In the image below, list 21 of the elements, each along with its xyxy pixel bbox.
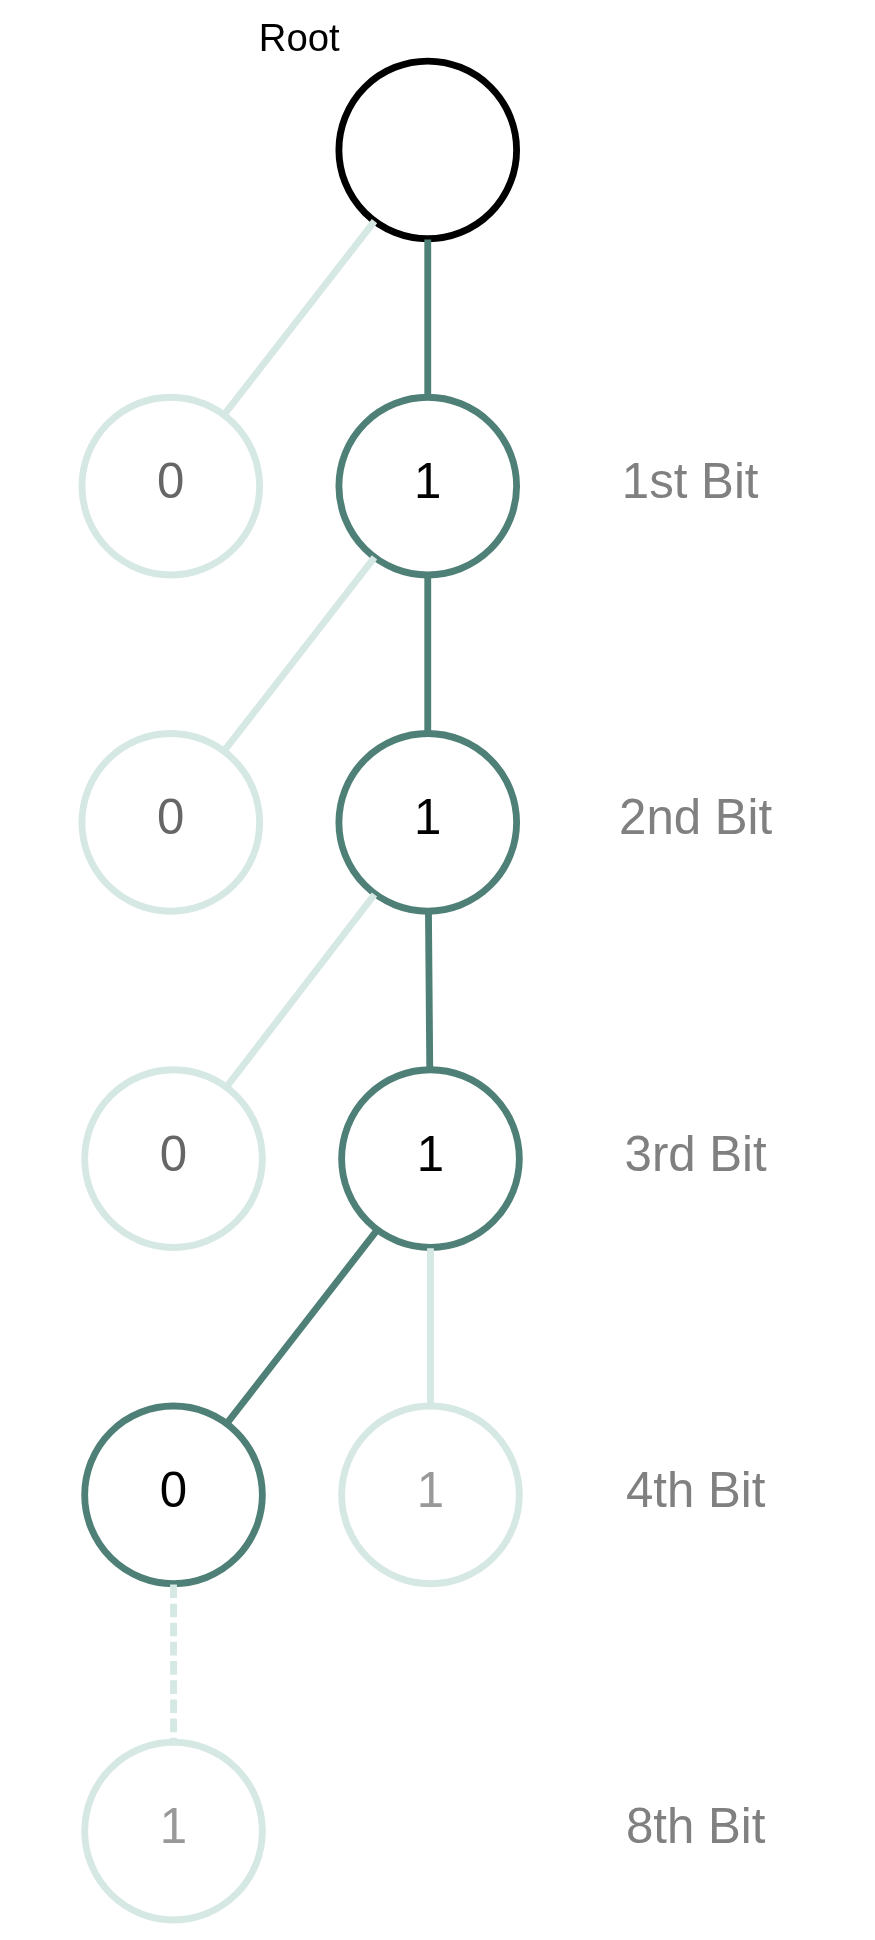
node-circle: 0 — [80, 1402, 266, 1588]
node-label: Root — [258, 15, 340, 59]
connector — [223, 892, 377, 1089]
node-circle: 1 — [337, 1402, 523, 1588]
label: 3rd Bit — [624, 1125, 767, 1181]
label: 8th Bit — [625, 1798, 765, 1854]
node-circle: 0 — [78, 730, 263, 915]
node-circle: 0 — [78, 393, 263, 579]
node-circle: 1 — [80, 1738, 266, 1924]
label: 2nd Bit — [618, 789, 772, 845]
connector — [424, 912, 433, 1070]
node-circle: 1 — [337, 1066, 523, 1251]
label: 1st Bit — [621, 453, 759, 509]
node-circle: 0 — [80, 1066, 266, 1251]
node-circle: 1 — [335, 730, 520, 915]
label: 4th Bit — [625, 1461, 765, 1517]
node-circle: 1 — [335, 393, 520, 579]
connector — [220, 555, 377, 754]
connector — [423, 575, 431, 734]
connector — [223, 1227, 380, 1426]
node-circle — [335, 57, 520, 243]
